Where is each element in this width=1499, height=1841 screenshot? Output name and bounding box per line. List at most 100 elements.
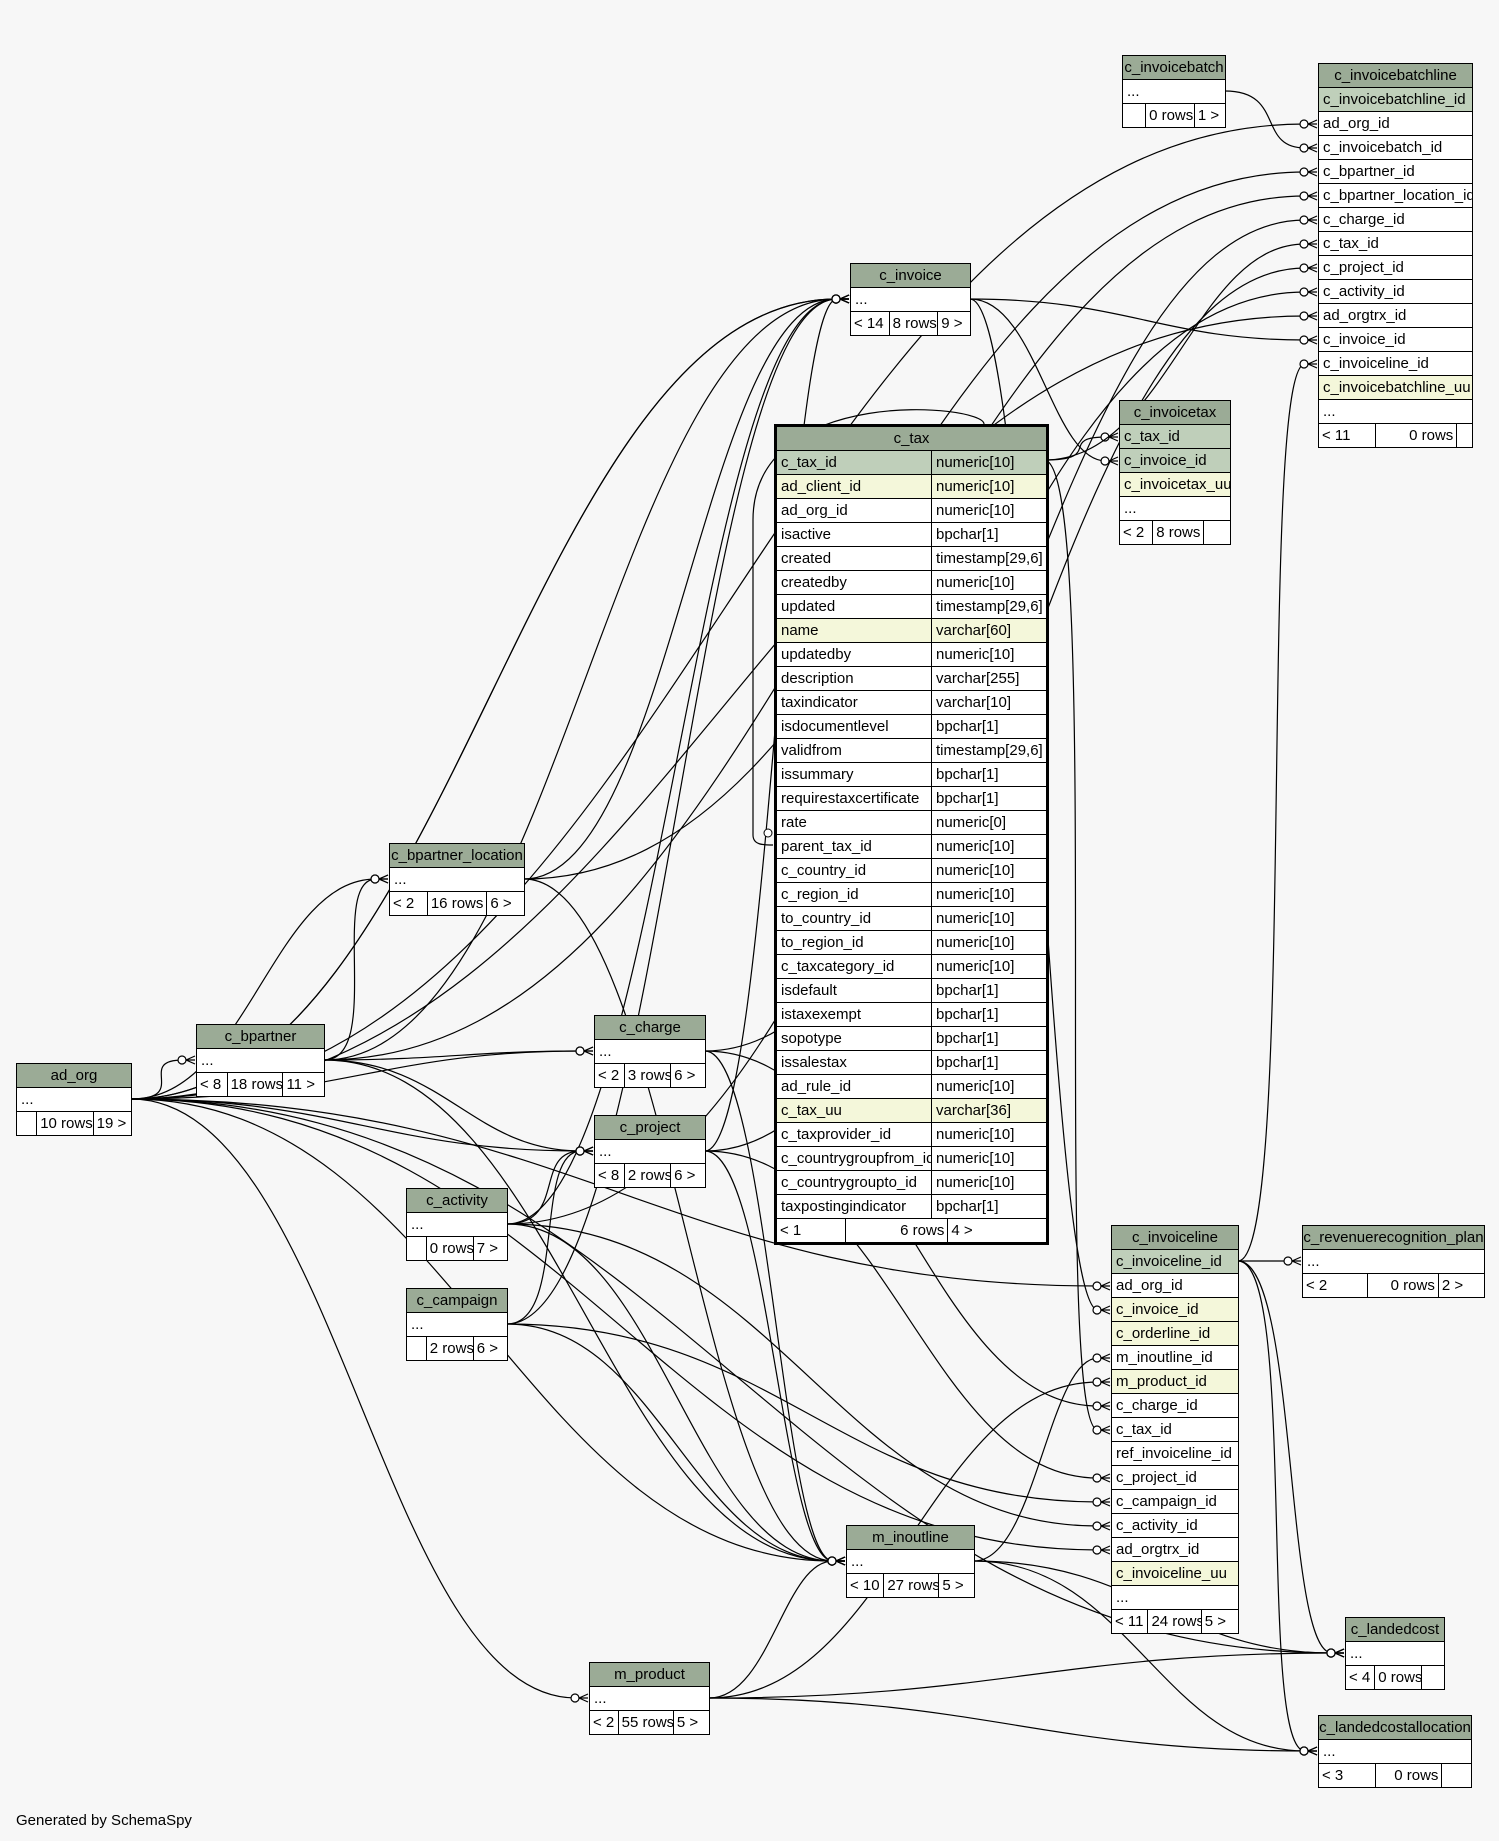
- table-header[interactable]: c_invoiceline: [1112, 1226, 1238, 1250]
- footer-parents[interactable]: < 2: [393, 895, 415, 912]
- table-column-row: ad_org_id: [1112, 1274, 1238, 1298]
- table-header[interactable]: c_activity: [407, 1189, 507, 1213]
- column-name: c_country_id: [781, 862, 867, 879]
- footer-rows: 2 rows: [425, 1337, 473, 1360]
- footer-parents[interactable]: < 1: [780, 1222, 802, 1239]
- footer-parents[interactable]: < 8: [598, 1167, 620, 1184]
- footer-children[interactable]: 1 >: [1193, 104, 1225, 127]
- table-header[interactable]: c_project: [595, 1116, 705, 1140]
- table-header[interactable]: c_landedcostallocation: [1319, 1716, 1471, 1740]
- footer-children[interactable]: [1456, 424, 1472, 447]
- footer-children[interactable]: 19 >: [92, 1112, 131, 1135]
- footer-parents[interactable]: [407, 1337, 426, 1360]
- footer-children[interactable]: [1421, 1666, 1444, 1689]
- footer-parents[interactable]: < 14: [854, 315, 884, 332]
- footer-parents[interactable]: < 2: [1306, 1277, 1328, 1294]
- footer-parents[interactable]: < 10: [850, 1577, 880, 1594]
- footer-parents[interactable]: [1123, 104, 1145, 127]
- footer-children[interactable]: 5 >: [1200, 1610, 1238, 1633]
- optional-marker: [1326, 1648, 1336, 1658]
- optional-marker: [831, 294, 841, 304]
- table-header[interactable]: c_invoicetax: [1120, 401, 1230, 425]
- table-column-row: c_tax_id: [1319, 232, 1472, 256]
- table-header[interactable]: m_product: [590, 1663, 709, 1687]
- relationship-edge: [130, 315, 1317, 1100]
- table-column-row: ad_orgtrx_id: [1112, 1538, 1238, 1562]
- footer-children[interactable]: [1203, 521, 1230, 544]
- footer-children[interactable]: 7 >: [472, 1237, 507, 1260]
- table-header[interactable]: m_inoutline: [847, 1526, 974, 1550]
- table-header[interactable]: c_bpartner: [197, 1025, 324, 1049]
- relationship-edge: [506, 1323, 1110, 1503]
- column-type: numeric[10]: [931, 931, 1046, 954]
- footer-children[interactable]: 6 >: [472, 1337, 507, 1360]
- footer-parents[interactable]: < 3: [1322, 1767, 1344, 1784]
- footer-children[interactable]: 4 >: [947, 1219, 1046, 1242]
- table-header[interactable]: c_revenuerecognition_plan: [1303, 1226, 1484, 1250]
- table-header[interactable]: c_invoice: [851, 264, 970, 288]
- table-header[interactable]: c_bpartner_location: [390, 844, 524, 868]
- column-name: c_taxprovider_id: [781, 1126, 892, 1143]
- footer-parents[interactable]: < 11: [1115, 1613, 1144, 1630]
- column-name: rate: [781, 814, 807, 831]
- table-column-row: ...: [595, 1040, 705, 1064]
- column-name: isdefault: [781, 982, 837, 999]
- footer-children[interactable]: 9 >: [937, 312, 970, 335]
- table-header[interactable]: c_charge: [595, 1016, 705, 1040]
- crows-foot-marker: [1100, 1401, 1111, 1411]
- column-name: ad_org_id: [1323, 115, 1390, 132]
- optional-marker: [1299, 359, 1309, 369]
- footer-children[interactable]: 2 >: [1437, 1274, 1484, 1297]
- footer-parents[interactable]: < 2: [598, 1067, 620, 1084]
- crows-foot-marker: [378, 874, 389, 884]
- footer-parents[interactable]: < 2: [593, 1714, 615, 1731]
- crows-foot-marker: [1100, 1497, 1111, 1507]
- footer-parents[interactable]: [17, 1112, 36, 1135]
- footer-children[interactable]: 6 >: [670, 1064, 705, 1087]
- table-header[interactable]: c_tax: [777, 427, 1046, 451]
- column-name: isdocumentlevel: [781, 718, 889, 735]
- table-header[interactable]: c_invoicebatch: [1123, 56, 1225, 80]
- footer-children[interactable]: [1441, 1764, 1471, 1787]
- column-name: isactive: [781, 526, 832, 543]
- footer-children[interactable]: 11 >: [282, 1073, 324, 1096]
- footer-parents[interactable]: < 11: [1322, 427, 1351, 444]
- table-header[interactable]: c_landedcost: [1346, 1618, 1444, 1642]
- footer-children[interactable]: 6 >: [486, 892, 524, 915]
- column-name: c_bpartner_location_id: [1323, 187, 1472, 204]
- column-type: timestamp[29,6]: [931, 739, 1046, 762]
- table-header[interactable]: c_invoicebatchline: [1319, 64, 1472, 88]
- footer-children[interactable]: 5 >: [938, 1574, 974, 1597]
- column-name: requirestaxcertificate: [781, 790, 920, 807]
- footer-children[interactable]: 5 >: [672, 1711, 709, 1734]
- table-header[interactable]: ad_org: [17, 1064, 131, 1088]
- footer-parents[interactable]: [407, 1237, 426, 1260]
- table-header[interactable]: c_campaign: [407, 1289, 507, 1313]
- column-name: c_taxcategory_id: [781, 958, 895, 975]
- footer-parents[interactable]: < 2: [1123, 524, 1145, 541]
- footer-parents[interactable]: < 8: [200, 1076, 222, 1093]
- footer-parents[interactable]: < 4: [1349, 1669, 1371, 1686]
- footer-children[interactable]: 6 >: [670, 1164, 705, 1187]
